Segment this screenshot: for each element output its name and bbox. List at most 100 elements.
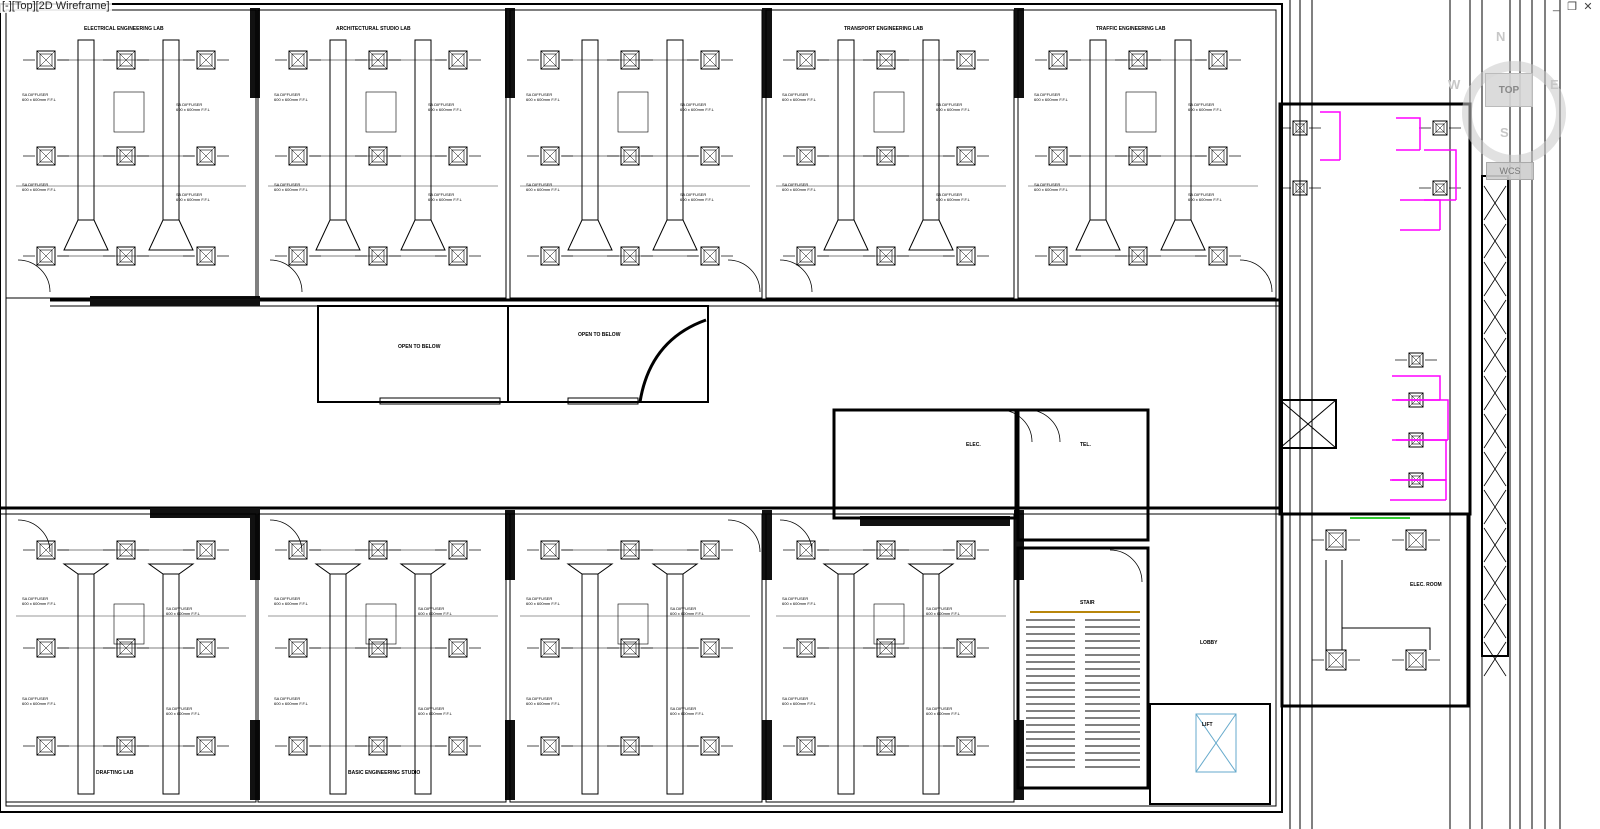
duct-transition (148, 219, 194, 251)
diffuser-note: SA DIFFUSER (782, 182, 808, 187)
supply-duct (581, 573, 599, 795)
sa-diffuser-inner (291, 641, 305, 655)
sa-diffuser-inner (291, 249, 305, 263)
spec-box (617, 91, 649, 133)
sa-diffuser (116, 736, 136, 756)
duct-transition (147, 563, 195, 575)
plan-diffusers (23, 50, 1461, 756)
sa-diffuser-x (1432, 120, 1448, 136)
diffuser-note: SA DIFFUSER (782, 92, 808, 97)
compass-north[interactable]: N (1496, 29, 1506, 44)
sa-diffuser-x (196, 146, 216, 166)
close-icon[interactable]: ✕ (1583, 0, 1593, 13)
sa-diffuser-x (1048, 246, 1068, 266)
diffuser-note: 600 x 600mm F.F.L (926, 711, 961, 716)
stair (1016, 546, 1150, 790)
curved-wall (638, 318, 707, 403)
sa-diffuser-x (540, 246, 560, 266)
sa-diffuser-x (1048, 146, 1068, 166)
diffuser-note: SA DIFFUSER (274, 696, 300, 701)
sa-diffuser-inner (959, 249, 973, 263)
top-room-frame (765, 9, 1015, 299)
sa-diffuser-x (956, 246, 976, 266)
diffuser-note: 600 x 600mm F.F.L (274, 187, 309, 192)
compass-east[interactable]: E (1550, 77, 1559, 92)
sa-diffuser-x (116, 146, 136, 166)
riser-x (1483, 603, 1507, 639)
duct-transition (1075, 219, 1121, 251)
sa-diffuser-x (796, 146, 816, 166)
diffuser-note: 600 x 600mm F.F.L (428, 197, 463, 202)
top-room-frame (5, 9, 257, 299)
sa-diffuser-x (1405, 649, 1427, 671)
sa-diffuser (956, 50, 976, 70)
duct-transition (62, 563, 110, 575)
sa-diffuser-inner (543, 641, 557, 655)
spec-box (617, 603, 649, 645)
sa-diffuser (700, 146, 720, 166)
sa-diffuser (288, 246, 308, 266)
sa-diffuser-inner (199, 149, 213, 163)
duct-transition (400, 219, 446, 251)
sa-diffuser-x (36, 50, 56, 70)
viewcube-top-face[interactable]: TOP (1485, 73, 1533, 107)
sa-diffuser-inner (1051, 149, 1065, 163)
supply-duct (329, 39, 347, 221)
spec-box (1125, 91, 1157, 133)
sa-diffuser-inner (543, 739, 557, 753)
sa-diffuser-x (1048, 50, 1068, 70)
sa-diffuser-inner (451, 249, 465, 263)
sa-diffuser (700, 246, 720, 266)
lift-label: LIFT (1202, 722, 1213, 728)
sa-diffuser (796, 146, 816, 166)
diffuser-note: 600 x 600mm F.F.L (782, 601, 817, 606)
door-swing (1109, 549, 1143, 583)
riser-x (1483, 413, 1507, 449)
diffuser-note: 600 x 600mm F.F.L (22, 701, 57, 706)
wcs-menu-button[interactable]: WCS (1486, 162, 1534, 180)
door-swing (17, 259, 51, 293)
door-swing (269, 259, 303, 293)
sa-diffuser-inner (959, 149, 973, 163)
sa-diffuser (700, 638, 720, 658)
spec-box (113, 603, 145, 645)
duct-transition (652, 219, 698, 251)
sa-diffuser-x (956, 146, 976, 166)
sa-diffuser-inner (703, 543, 717, 557)
sa-diffuser-x (36, 246, 56, 266)
compass-south[interactable]: S (1500, 125, 1509, 140)
sa-diffuser-x (288, 50, 308, 70)
sa-diffuser-x (116, 246, 136, 266)
sa-diffuser-x (36, 638, 56, 658)
sa-diffuser (1128, 146, 1148, 166)
sa-diffuser-x (700, 50, 720, 70)
viewcube[interactable]: N W E S TOP WCS (1448, 25, 1572, 195)
sa-diffuser-x (368, 638, 388, 658)
door-swing (269, 519, 303, 553)
bottom-room-frame (5, 513, 257, 803)
sa-diffuser-x (1432, 180, 1448, 196)
compass-west[interactable]: W (1448, 77, 1461, 92)
spec-box (873, 91, 905, 133)
sa-diffuser (36, 246, 56, 266)
diffuser-note: SA DIFFUSER (936, 102, 962, 107)
duct-transition (63, 219, 109, 251)
sa-diffuser (196, 246, 216, 266)
sa-diffuser (876, 146, 896, 166)
riser-x (1483, 641, 1507, 677)
restore-icon[interactable]: ❐ (1567, 0, 1577, 13)
viewport-label[interactable]: [-][Top][2D Wireframe] (0, 0, 112, 13)
sa-diffuser-inner (703, 739, 717, 753)
sa-diffuser (116, 50, 136, 70)
service-block (1278, 102, 1472, 516)
duct-transition (399, 563, 447, 575)
minimize-icon[interactable]: _ (1552, 0, 1560, 12)
sa-diffuser (36, 146, 56, 166)
sa-diffuser-inner (1435, 123, 1445, 133)
diffuser-note: SA DIFFUSER (670, 706, 696, 711)
tel-room (1016, 408, 1150, 542)
sa-diffuser-x (876, 146, 896, 166)
viewcube-compass-ring[interactable] (1462, 61, 1566, 165)
